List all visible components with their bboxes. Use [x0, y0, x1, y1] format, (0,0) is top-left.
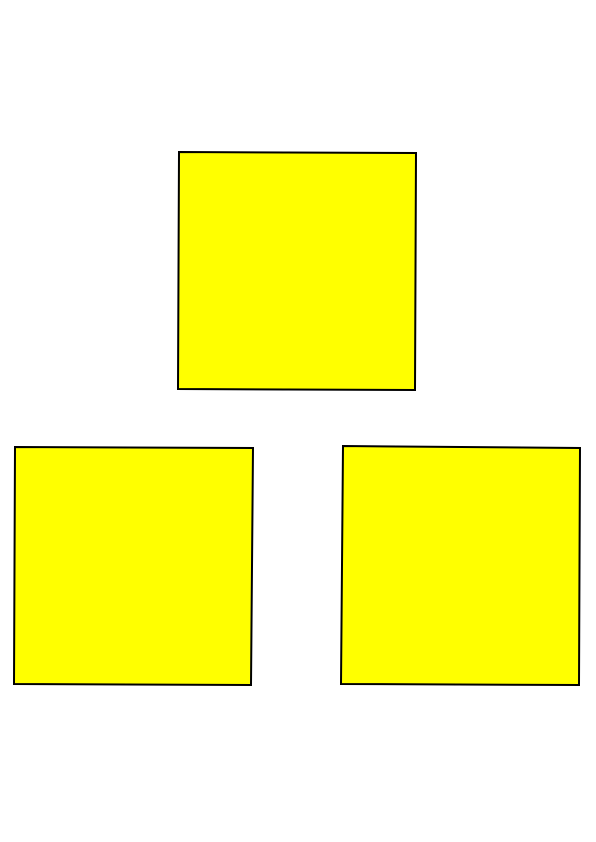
top-square	[176, 150, 418, 392]
bottom-left-square	[12, 445, 255, 687]
bottom-right-square	[339, 444, 582, 687]
